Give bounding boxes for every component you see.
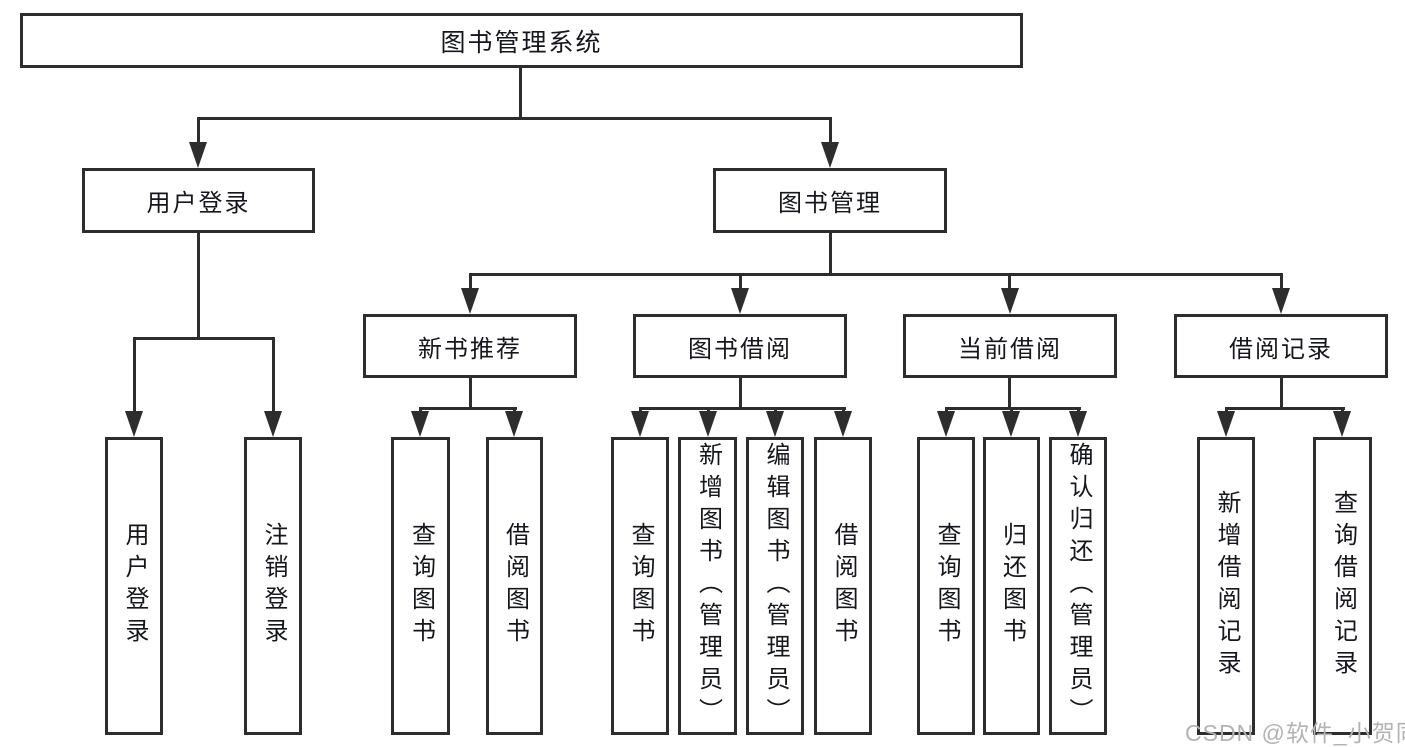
leaf-borrow-books: 借阅图书 <box>814 437 872 735</box>
connector-currentborrow-stem <box>1008 378 1011 408</box>
node-user-login-label: 用户登录 <box>146 190 251 217</box>
arrow-down-icon <box>731 288 749 314</box>
arrow-down-icon <box>1272 288 1290 314</box>
leaf-query-books-recommend: 查询图书 <box>391 437 450 735</box>
connector-drop-newbook <box>469 273 472 293</box>
arrow-down-icon <box>505 411 523 437</box>
arrow-down-icon <box>1002 411 1020 437</box>
arrow-down-icon <box>264 411 282 437</box>
connector-drop-bookborrow <box>739 273 742 293</box>
connector-userlogin-stem <box>197 233 200 338</box>
node-current-borrow: 当前借阅 <box>903 314 1117 378</box>
node-new-book-recommend: 新书推荐 <box>363 314 577 378</box>
leaf-confirm-return-admin-label: 确认归还（管理员） <box>1065 442 1092 730</box>
leaf-user-login: 用户登录 <box>105 437 163 735</box>
node-borrow-records-label: 借阅记录 <box>1229 335 1333 363</box>
connector-branch-currentborrow <box>945 407 1081 410</box>
arrow-down-icon <box>766 411 784 437</box>
node-book-management-label: 图书管理 <box>778 190 882 217</box>
connector-branch-bookborrow <box>639 407 846 410</box>
node-root: 图书管理系统 <box>20 13 1023 68</box>
connector-borrowrecords-stem <box>1280 378 1283 408</box>
leaf-query-books-recommend-label: 查询图书 <box>407 522 435 650</box>
leaf-query-books-current: 查询图书 <box>917 437 975 735</box>
arrow-down-icon <box>834 411 852 437</box>
arrow-down-icon <box>1333 411 1351 437</box>
leaf-query-borrow-record: 查询借阅记录 <box>1313 437 1372 735</box>
arrow-down-icon <box>1069 411 1087 437</box>
connector-drop-leaf-logout <box>272 337 275 415</box>
leaf-query-books-current-label: 查询图书 <box>933 522 960 650</box>
connector-branch-level2 <box>469 273 1283 276</box>
node-book-borrow: 图书借阅 <box>633 314 847 378</box>
connector-branch-level1 <box>197 117 832 120</box>
leaf-return-books-label: 归还图书 <box>998 522 1026 650</box>
leaf-edit-books-admin-label: 编辑图书（管理员） <box>762 442 789 730</box>
arrow-down-icon <box>937 411 955 437</box>
arrow-down-icon <box>699 411 717 437</box>
leaf-borrow-books-label: 借阅图书 <box>830 522 857 650</box>
node-book-management: 图书管理 <box>713 168 947 233</box>
arrow-down-icon <box>189 142 207 168</box>
connector-drop-leaf-login <box>133 337 136 415</box>
leaf-add-borrow-record-label: 新增借阅记录 <box>1213 490 1240 682</box>
csdn-watermark: CSDN @软件_小贺同学 <box>1185 720 1405 746</box>
arrow-down-icon <box>461 288 479 314</box>
leaf-borrow-books-recommend-label: 借阅图书 <box>501 522 529 650</box>
connector-root-stem <box>519 68 522 118</box>
leaf-query-books-borrow: 查询图书 <box>611 437 669 735</box>
leaf-user-login-label: 用户登录 <box>121 522 148 650</box>
leaf-confirm-return-admin: 确认归还（管理员） <box>1049 437 1107 735</box>
node-book-borrow-label: 图书借阅 <box>688 335 792 363</box>
connector-drop-currentborrow <box>1008 273 1011 293</box>
arrow-down-icon <box>631 411 649 437</box>
connector-bookmgmt-stem <box>829 233 832 274</box>
connector-newbook-stem <box>469 378 472 408</box>
node-current-borrow-label: 当前借阅 <box>958 335 1062 363</box>
node-borrow-records: 借阅记录 <box>1174 314 1388 378</box>
leaf-return-books: 归还图书 <box>983 437 1040 735</box>
leaf-add-borrow-record: 新增借阅记录 <box>1197 437 1255 735</box>
leaf-add-books-admin: 新增图书（管理员） <box>678 437 737 735</box>
node-new-book-recommend-label: 新书推荐 <box>418 335 522 363</box>
leaf-edit-books-admin: 编辑图书（管理员） <box>746 437 804 735</box>
leaf-logout-label: 注销登录 <box>260 522 287 650</box>
connector-drop-book-mgmt <box>829 117 832 147</box>
leaf-borrow-books-recommend: 借阅图书 <box>486 437 543 735</box>
leaf-query-books-borrow-label: 查询图书 <box>627 522 654 650</box>
leaf-add-books-admin-label: 新增图书（管理员） <box>694 442 722 730</box>
node-root-label: 图书管理系统 <box>440 28 603 57</box>
connector-bookborrow-stem <box>739 378 742 408</box>
arrow-down-icon <box>821 142 839 168</box>
leaf-query-borrow-record-label: 查询借阅记录 <box>1329 490 1357 682</box>
arrow-down-icon <box>411 411 429 437</box>
arrow-down-icon <box>1217 411 1235 437</box>
connector-branch-userlogin <box>133 337 275 340</box>
arrow-down-icon <box>125 411 143 437</box>
connector-branch-newbook <box>419 407 517 410</box>
connector-drop-user-login <box>197 117 200 147</box>
node-user-login: 用户登录 <box>82 168 315 233</box>
connector-drop-borrowrecords <box>1280 273 1283 293</box>
connector-branch-borrowrecords <box>1225 407 1345 410</box>
arrow-down-icon <box>1001 288 1019 314</box>
leaf-logout: 注销登录 <box>244 437 302 735</box>
